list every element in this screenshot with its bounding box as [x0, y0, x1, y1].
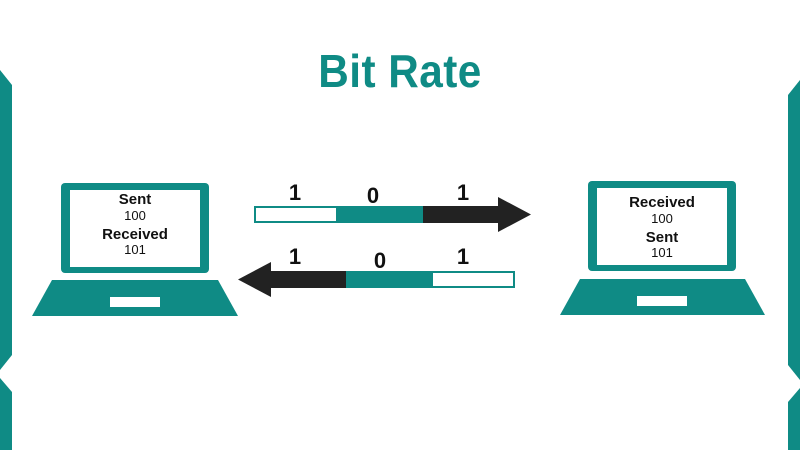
top-bit-dark-segment	[423, 206, 499, 223]
top-bit-white-segment	[254, 206, 338, 223]
right-line1-label: Received	[629, 194, 695, 211]
bottom-data-stream	[238, 262, 515, 297]
right-border-decoration	[788, 80, 800, 380]
left-laptop-icon	[32, 183, 238, 316]
top-bit-teal-segment	[337, 206, 423, 223]
bottom-bit-dark-segment	[270, 271, 346, 288]
left-line1-label: Sent	[118, 191, 152, 208]
right-screen-text: Received 100 Sent 101	[597, 194, 727, 261]
top-data-stream	[254, 197, 531, 232]
left-line1-value: 100	[124, 207, 146, 223]
bottom-bit-teal-segment	[346, 271, 432, 288]
left-arrow-head-icon	[238, 262, 271, 297]
right-line2-label: Sent	[645, 228, 679, 246]
right-line1-value: 100	[651, 210, 673, 226]
top-bit-label: 0	[366, 183, 380, 208]
left-border-decoration-lower	[0, 378, 12, 450]
bottom-bit-label: 1	[456, 244, 470, 269]
bottom-bit-white-segment	[431, 271, 515, 288]
left-screen-text: Sent 100 Received 101	[70, 191, 200, 258]
right-border-decoration-lower	[788, 388, 800, 450]
page-title: Bit Rate	[318, 45, 482, 97]
top-bit-label: 1	[456, 180, 470, 205]
right-laptop-icon	[560, 181, 765, 315]
left-border-decoration	[0, 70, 12, 370]
right-line2-value: 101	[651, 245, 673, 261]
left-line2-value: 101	[124, 242, 146, 258]
top-bit-label: 1	[288, 180, 302, 205]
bottom-bit-label: 0	[373, 248, 387, 273]
bottom-bit-label: 1	[288, 244, 302, 269]
left-line2-label: Received	[102, 225, 168, 243]
right-arrow-head-icon	[498, 197, 531, 232]
